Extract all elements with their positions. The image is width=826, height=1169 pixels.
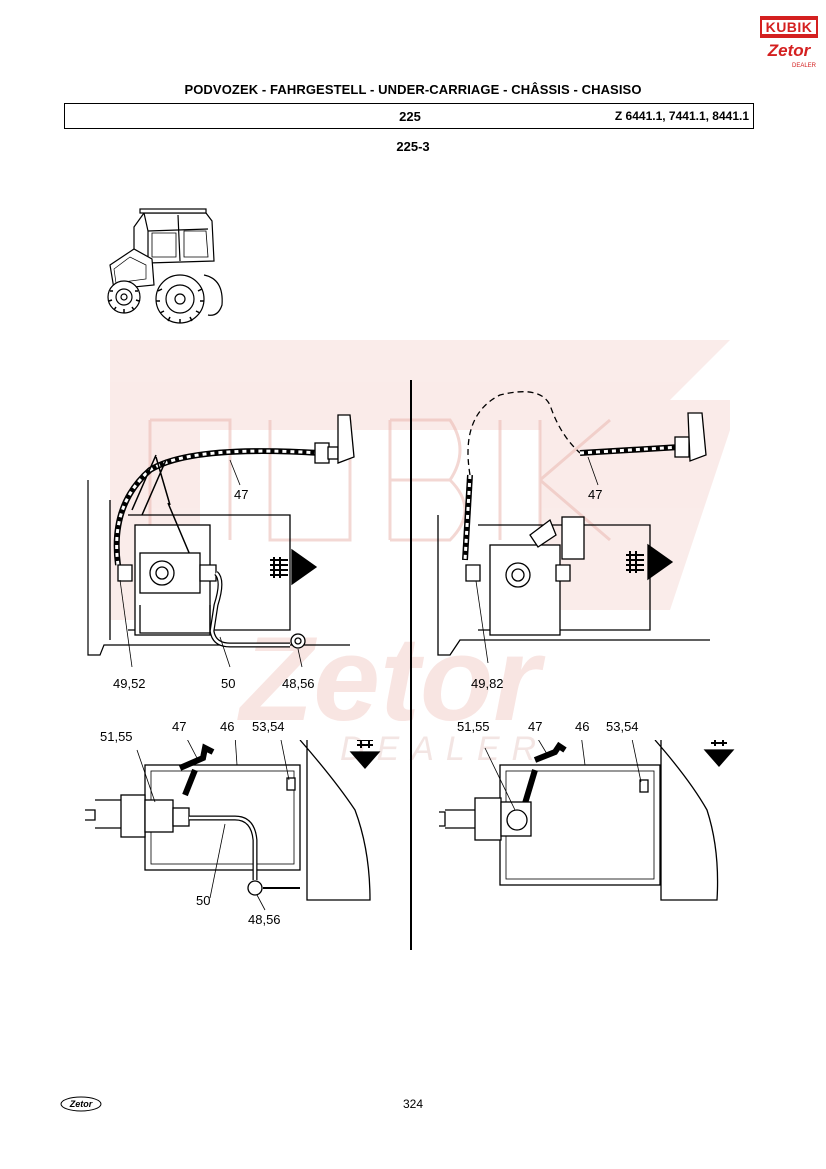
model-list: Z 6441.1, 7441.1, 8441.1: [614, 109, 749, 123]
figure-divider: [410, 380, 412, 950]
callout-53-54-bl: 53,54: [252, 719, 285, 734]
callout-47-tr: 47: [588, 487, 603, 502]
callout-50-tl: 50: [221, 676, 236, 691]
callout-47-bl: 47: [172, 719, 187, 734]
watermark-dealer: DEALER: [340, 730, 548, 768]
callout-47-tl: 47: [234, 487, 249, 502]
diagram-bottom-left: [85, 740, 381, 911]
footer-zetor-logo: Zetor: [60, 1096, 102, 1112]
callout-48-56-tl: 48,56: [282, 676, 315, 691]
diagram-top-right: [437, 391, 710, 664]
callout-47-br: 47: [528, 719, 543, 734]
callout-50-bl: 50: [196, 893, 211, 908]
page-number: 324: [402, 1097, 424, 1111]
callout-53-54-br: 53,54: [606, 719, 639, 734]
callout-51-55-bl: 51,55: [100, 729, 133, 744]
logo-kubik-text: KUBIK: [766, 19, 813, 35]
kubik-zetor-logo: KUBIK Zetor DEALER: [760, 16, 818, 69]
figure-number: 225-3: [396, 139, 430, 154]
diagram-bottom-right: [439, 740, 735, 901]
callout-48-56-bl: 48,56: [248, 912, 281, 927]
callout-46-br: 46: [575, 719, 590, 734]
tractor-illustration: [107, 208, 223, 324]
logo-zetor-text: Zetor: [767, 41, 812, 60]
callout-49-82: 49,82: [471, 676, 504, 691]
footer-logo-text: Zetor: [69, 1099, 93, 1109]
callout-49-52: 49,52: [113, 676, 146, 691]
logo-dealer-text: DEALER: [792, 63, 817, 69]
diagram-top-left: [87, 414, 355, 668]
callout-51-55-br: 51,55: [457, 719, 490, 734]
section-header-box: 225 Z 6441.1, 7441.1, 8441.1: [64, 103, 754, 129]
page-title: PODVOZEK - FAHRGESTELL - UNDER-CARRIAGE …: [184, 82, 642, 97]
hose-47: [113, 448, 321, 566]
section-number: 225: [399, 109, 421, 124]
callout-46-bl: 46: [220, 719, 235, 734]
